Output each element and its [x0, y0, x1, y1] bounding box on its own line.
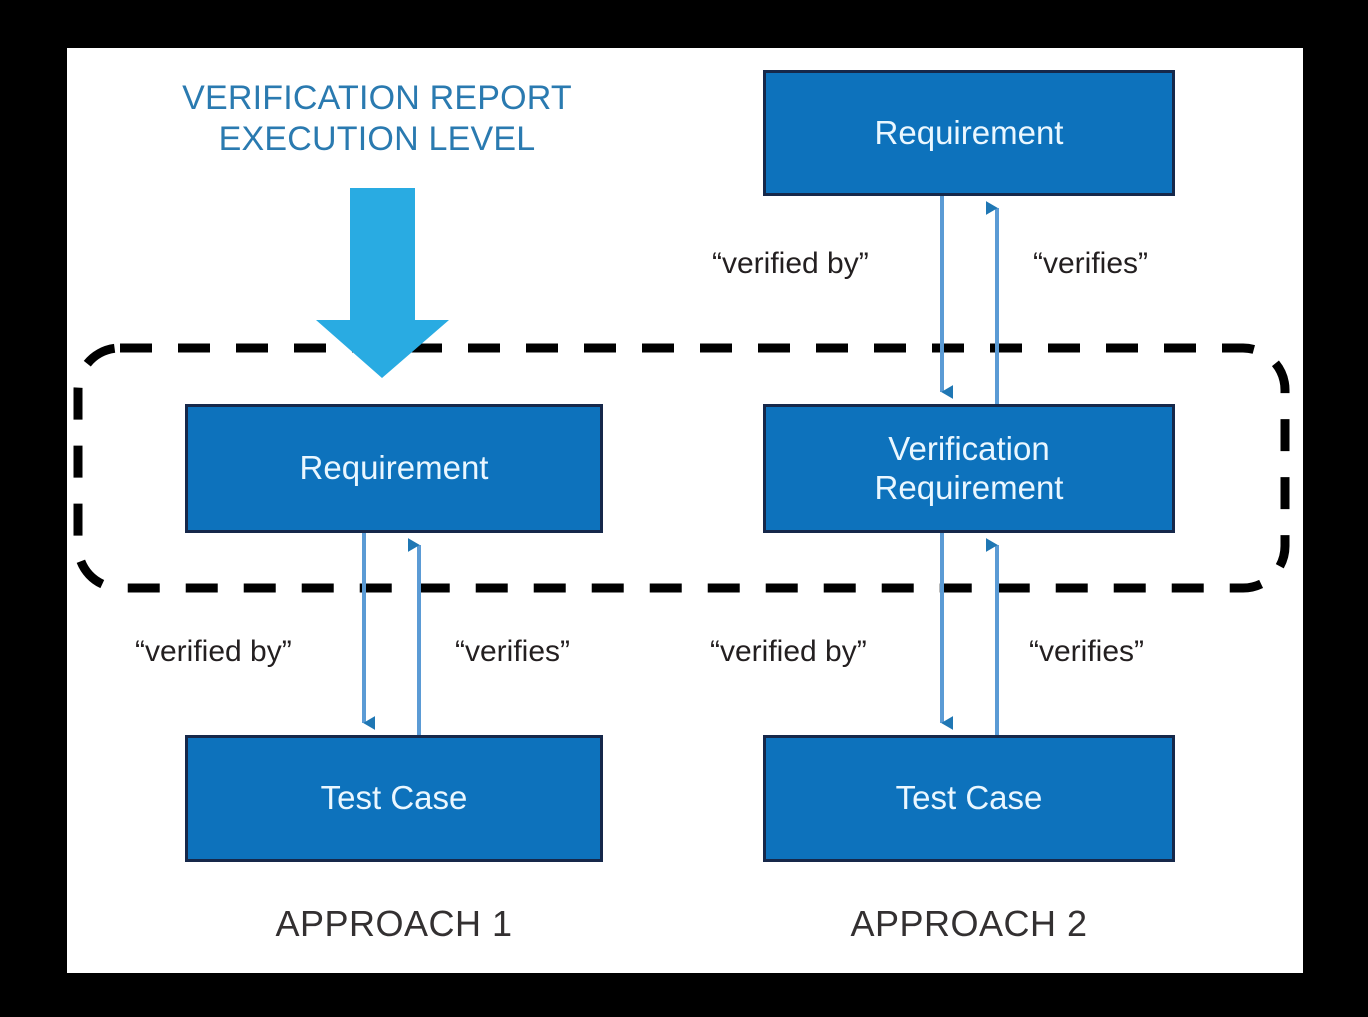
- node-requirement-approach-2[interactable]: Requirement: [763, 70, 1175, 196]
- node-test-case-approach-1[interactable]: Test Case: [185, 735, 603, 862]
- node-requirement-approach-1[interactable]: Requirement: [185, 404, 603, 533]
- edge-label-a1-verified-by: “verified by”: [135, 635, 292, 668]
- edge-label-a2-verifies: “verifies”: [1029, 635, 1145, 668]
- node-label: Verification Requirement: [874, 429, 1064, 506]
- node-label: Requirement: [874, 113, 1064, 151]
- node-test-case-approach-2[interactable]: Test Case: [763, 735, 1175, 862]
- diagram-title: VERIFICATION REPORT EXECUTION LEVEL: [182, 79, 572, 159]
- node-label: Test Case: [895, 779, 1043, 817]
- caption-approach-1: APPROACH 1: [275, 903, 513, 944]
- node-label: Test Case: [320, 779, 468, 817]
- node-label: Requirement: [299, 449, 489, 487]
- edge-label-a1-verifies: “verifies”: [455, 635, 571, 668]
- edge-label-a2-verified-by: “verified by”: [710, 635, 867, 668]
- caption-approach-2: APPROACH 2: [850, 903, 1088, 944]
- edge-label-verifreq-verifies: “verifies”: [1033, 247, 1149, 280]
- node-verification-requirement[interactable]: Verification Requirement: [763, 404, 1175, 533]
- execution-level-pointer-icon: [316, 188, 449, 378]
- edge-label-req-verified-by: “verified by”: [712, 247, 869, 280]
- diagram-canvas: VERIFICATION REPORT EXECUTION LEVEL Requ…: [67, 48, 1303, 973]
